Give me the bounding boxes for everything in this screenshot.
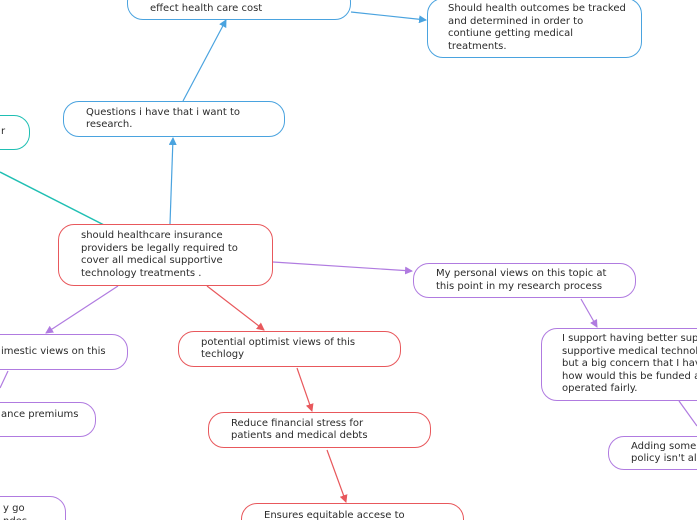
teal-branch-node[interactable]: r bbox=[0, 115, 30, 150]
health-outcomes-text: Should health outcomes be tracked and de… bbox=[448, 3, 626, 52]
support-views-node[interactable]: I support having better sup supportive m… bbox=[541, 328, 697, 401]
insurance-premiums-text: ance premiums bbox=[1, 409, 79, 420]
central-topic-text: should healthcare insurance providers be… bbox=[81, 230, 238, 279]
financial-stress-text: Reduce financial stress for patients and… bbox=[231, 417, 368, 442]
adding-policy-node[interactable]: Adding some policy isn't al bbox=[608, 436, 697, 470]
financial-stress-node[interactable]: Reduce financial stress for patients and… bbox=[208, 412, 431, 448]
link-support-adding bbox=[678, 400, 697, 427]
insurance-premiums-node[interactable]: ance premiums bbox=[0, 402, 96, 437]
link-cost-outcomes bbox=[350, 11, 427, 24]
support-views-text: I support having better sup supportive m… bbox=[562, 333, 697, 395]
link-pessimist-premiums bbox=[0, 370, 9, 389]
pessimist-views-node[interactable]: imestic views on this bbox=[0, 334, 128, 370]
optimist-views-text: potential optimist views of this techlog… bbox=[201, 336, 356, 361]
research-questions-text: Questions i have that i want to research… bbox=[86, 106, 241, 131]
research-questions-node[interactable]: Questions i have that i want to research… bbox=[63, 101, 285, 137]
pessimist-views-text: imestic views on this bbox=[1, 345, 106, 357]
central-topic-node[interactable]: should healthcare insurance providers be… bbox=[58, 224, 273, 286]
optimist-views-node[interactable]: potential optimist views of this techlog… bbox=[178, 331, 401, 367]
link-questions-cost bbox=[182, 19, 227, 102]
personal-views-node[interactable]: My personal views on this topic at this … bbox=[413, 263, 636, 298]
teal-branch-text: r bbox=[1, 126, 6, 138]
health-outcomes-node[interactable]: Should health outcomes be tracked and de… bbox=[427, 0, 642, 58]
link-central-teal bbox=[0, 171, 105, 226]
link-central-questions bbox=[168, 137, 177, 225]
link-central-pessimist bbox=[45, 285, 119, 334]
personal-views-text: My personal views on this topic at this … bbox=[436, 268, 607, 292]
link-personal-support bbox=[580, 298, 598, 328]
coverage-cost-text: How do coverage laws effect health care … bbox=[150, 0, 263, 14]
link-financial-equitable bbox=[326, 449, 348, 503]
adding-policy-text: Adding some policy isn't al bbox=[631, 440, 697, 465]
equitable-access-node[interactable]: Ensures equitable accese to bbox=[241, 503, 464, 520]
link-central-personal bbox=[272, 261, 413, 275]
bottom-left-node[interactable]: y go ndes bbox=[0, 496, 66, 520]
equitable-access-text: Ensures equitable accese to bbox=[264, 510, 405, 520]
link-optimist-financial bbox=[296, 367, 314, 412]
coverage-cost-node[interactable]: How do coverage laws effect health care … bbox=[127, 0, 351, 20]
link-central-optimist bbox=[206, 285, 265, 331]
bottom-left-text: y go ndes bbox=[3, 503, 27, 520]
